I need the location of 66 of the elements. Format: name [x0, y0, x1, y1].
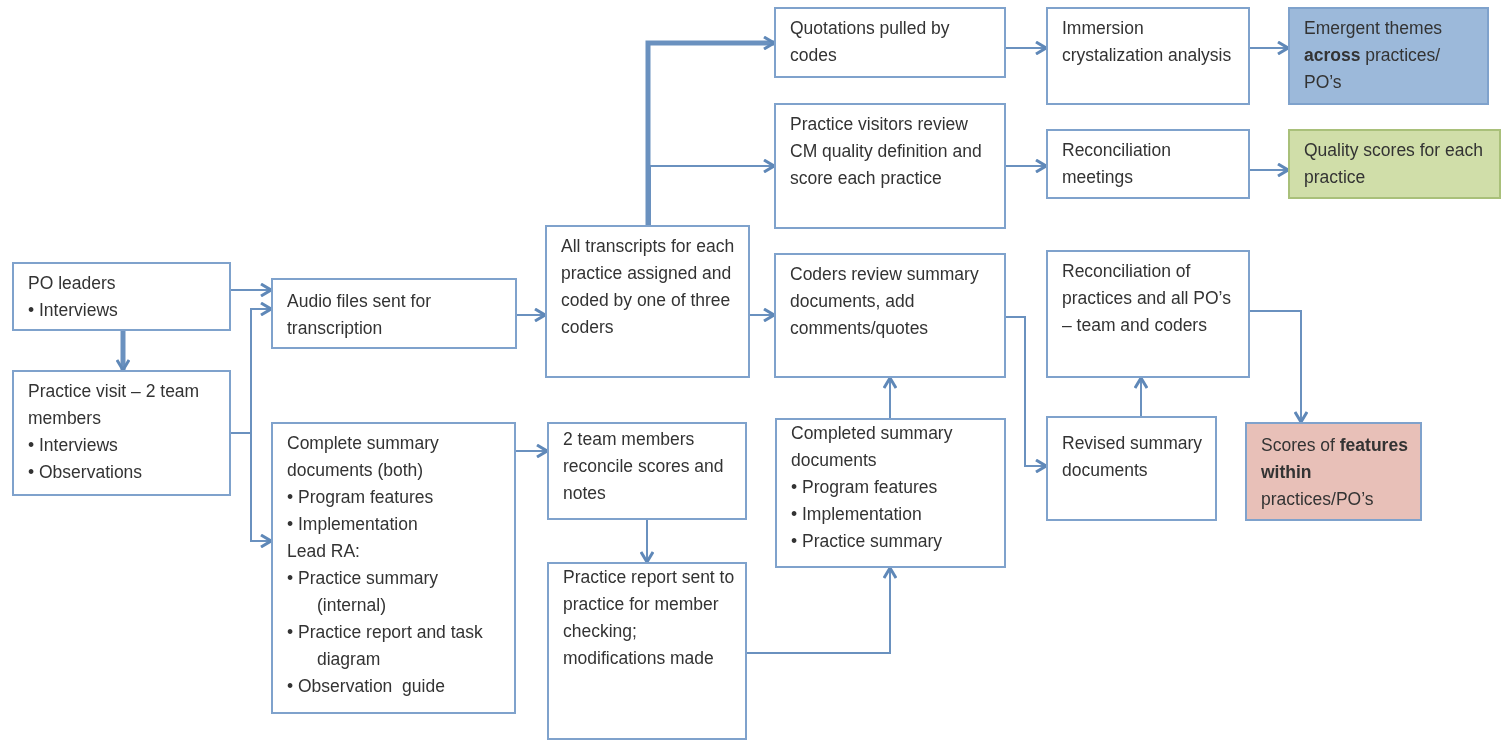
process-box	[1046, 7, 1250, 105]
step-text: Practice report sent to practice for member checking; modifications made	[563, 566, 736, 670]
process-box	[1245, 422, 1422, 521]
arrow	[746, 566, 898, 654]
process-box	[775, 418, 1006, 568]
process-box	[271, 278, 517, 349]
bullet-item: • Program features	[287, 486, 435, 509]
arrow	[230, 282, 273, 298]
arrow	[645, 35, 776, 225]
bullet-item: • Implementation	[287, 513, 419, 536]
process-box	[271, 422, 516, 714]
bullet-item: • Interviews	[28, 299, 119, 322]
arrow	[115, 331, 131, 372]
bullet-item: • Observation guide	[287, 675, 446, 698]
process-box	[1046, 129, 1250, 199]
step-text: Practice visitors review CM quality definition and score each practice	[790, 113, 983, 190]
step-text: Immersion crystalization analysis	[1062, 17, 1233, 67]
step-text: Revised summary documents	[1062, 432, 1204, 482]
bullet-item: • Practice summary	[791, 530, 943, 553]
step-text: Reconciliation of practices and all PO’s – team and coders	[1062, 260, 1232, 337]
step-text: 2 team members reconcile scores and notes	[563, 428, 725, 505]
arrow	[515, 443, 549, 459]
step-text: Scores of features within practices/PO’s	[1261, 434, 1409, 511]
arrow	[516, 307, 547, 323]
arrow	[882, 376, 898, 419]
arrow	[1249, 162, 1290, 178]
arrow	[1005, 40, 1048, 56]
arrow	[1005, 316, 1048, 474]
arrow	[749, 307, 776, 323]
arrow	[649, 158, 776, 226]
step-text: Completed summary documents	[791, 422, 954, 472]
arrow	[230, 432, 273, 549]
process-box	[774, 7, 1006, 78]
step-text: Emergent themes across practices/ PO’s	[1304, 17, 1444, 94]
process-box	[547, 562, 747, 740]
step-text: All transcripts for each practice assigned and coded by one of three coders	[561, 235, 736, 339]
step-text: Practice visit – 2 team members	[28, 380, 201, 430]
bullet-item: • Implementation	[791, 503, 923, 526]
bullet-item: • Practice summary (internal)	[287, 567, 439, 617]
arrow	[1249, 310, 1309, 424]
process-box	[774, 103, 1006, 229]
process-box	[1288, 7, 1489, 105]
step-text: Lead RA:	[287, 540, 361, 563]
step-text: Audio files sent for transcription	[287, 290, 432, 340]
process-box	[1046, 250, 1250, 378]
bullet-item: • Practice report and task diagram	[287, 621, 484, 671]
bullet-item: • Observations	[28, 461, 144, 484]
arrow	[1249, 40, 1290, 56]
process-box	[1046, 416, 1217, 521]
step-text: Reconciliation meetings	[1062, 139, 1172, 189]
process-box	[774, 253, 1006, 378]
step-text: Coders review summary documents, add comments/quotes	[790, 263, 980, 340]
bullet-item: • Interviews	[28, 434, 119, 457]
process-box	[12, 262, 231, 331]
process-box	[547, 422, 747, 520]
process-box	[1288, 129, 1501, 199]
arrow	[1133, 376, 1149, 417]
process-box	[545, 225, 750, 378]
arrow	[1005, 158, 1048, 174]
arrow	[639, 519, 655, 564]
process-box	[12, 370, 231, 496]
step-text: Quality scores for each practice	[1304, 139, 1484, 189]
bullet-item: • Program features	[791, 476, 939, 499]
step-text: PO leaders	[28, 272, 117, 295]
step-text: Complete summary documents (both)	[287, 432, 440, 482]
step-text: Quotations pulled by codes	[790, 17, 951, 67]
